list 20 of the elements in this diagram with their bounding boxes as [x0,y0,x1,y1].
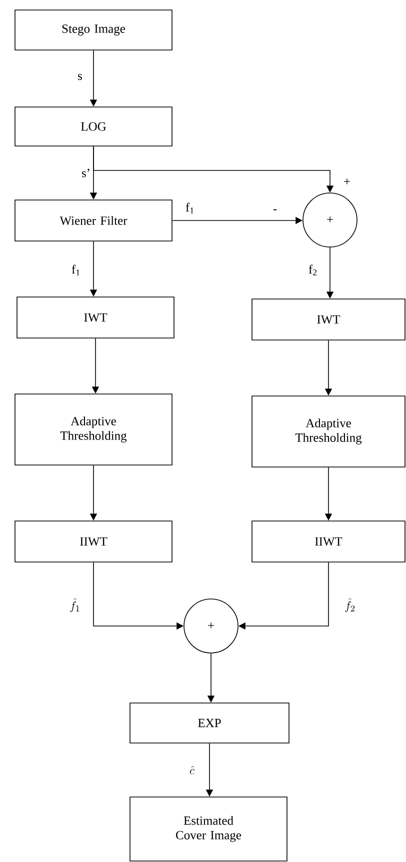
process-box: IIWT [14,520,172,562]
process-box: LOG [14,106,172,146]
process-box: IIWT [252,520,406,562]
process-box: Stego Image [14,10,172,50]
process-box: IWT [16,296,174,338]
process-box: Adaptive Thresholding [14,394,172,466]
edge-label: f$_{2}$ [307,264,318,276]
process-box: IWT [252,298,406,340]
edge-label: $\hat{c}$ [188,764,196,776]
process-box: EXP [130,702,290,744]
edge-label: $\hat{f}_1$ [68,597,82,613]
edge-label: s’ [80,168,92,178]
edge-label: f$_{1}$ [184,202,196,214]
process-box: Adaptive Thresholding [252,396,406,468]
process-box: Wiener Filter [14,200,172,242]
sign-label: - [273,209,277,210]
edge-label: f$_{1}$ [70,264,82,276]
edge-label: s [76,73,84,82]
process-box: Estimated Cover Image [130,796,288,862]
edge-label: $\hat{f}_2$ [344,597,356,613]
